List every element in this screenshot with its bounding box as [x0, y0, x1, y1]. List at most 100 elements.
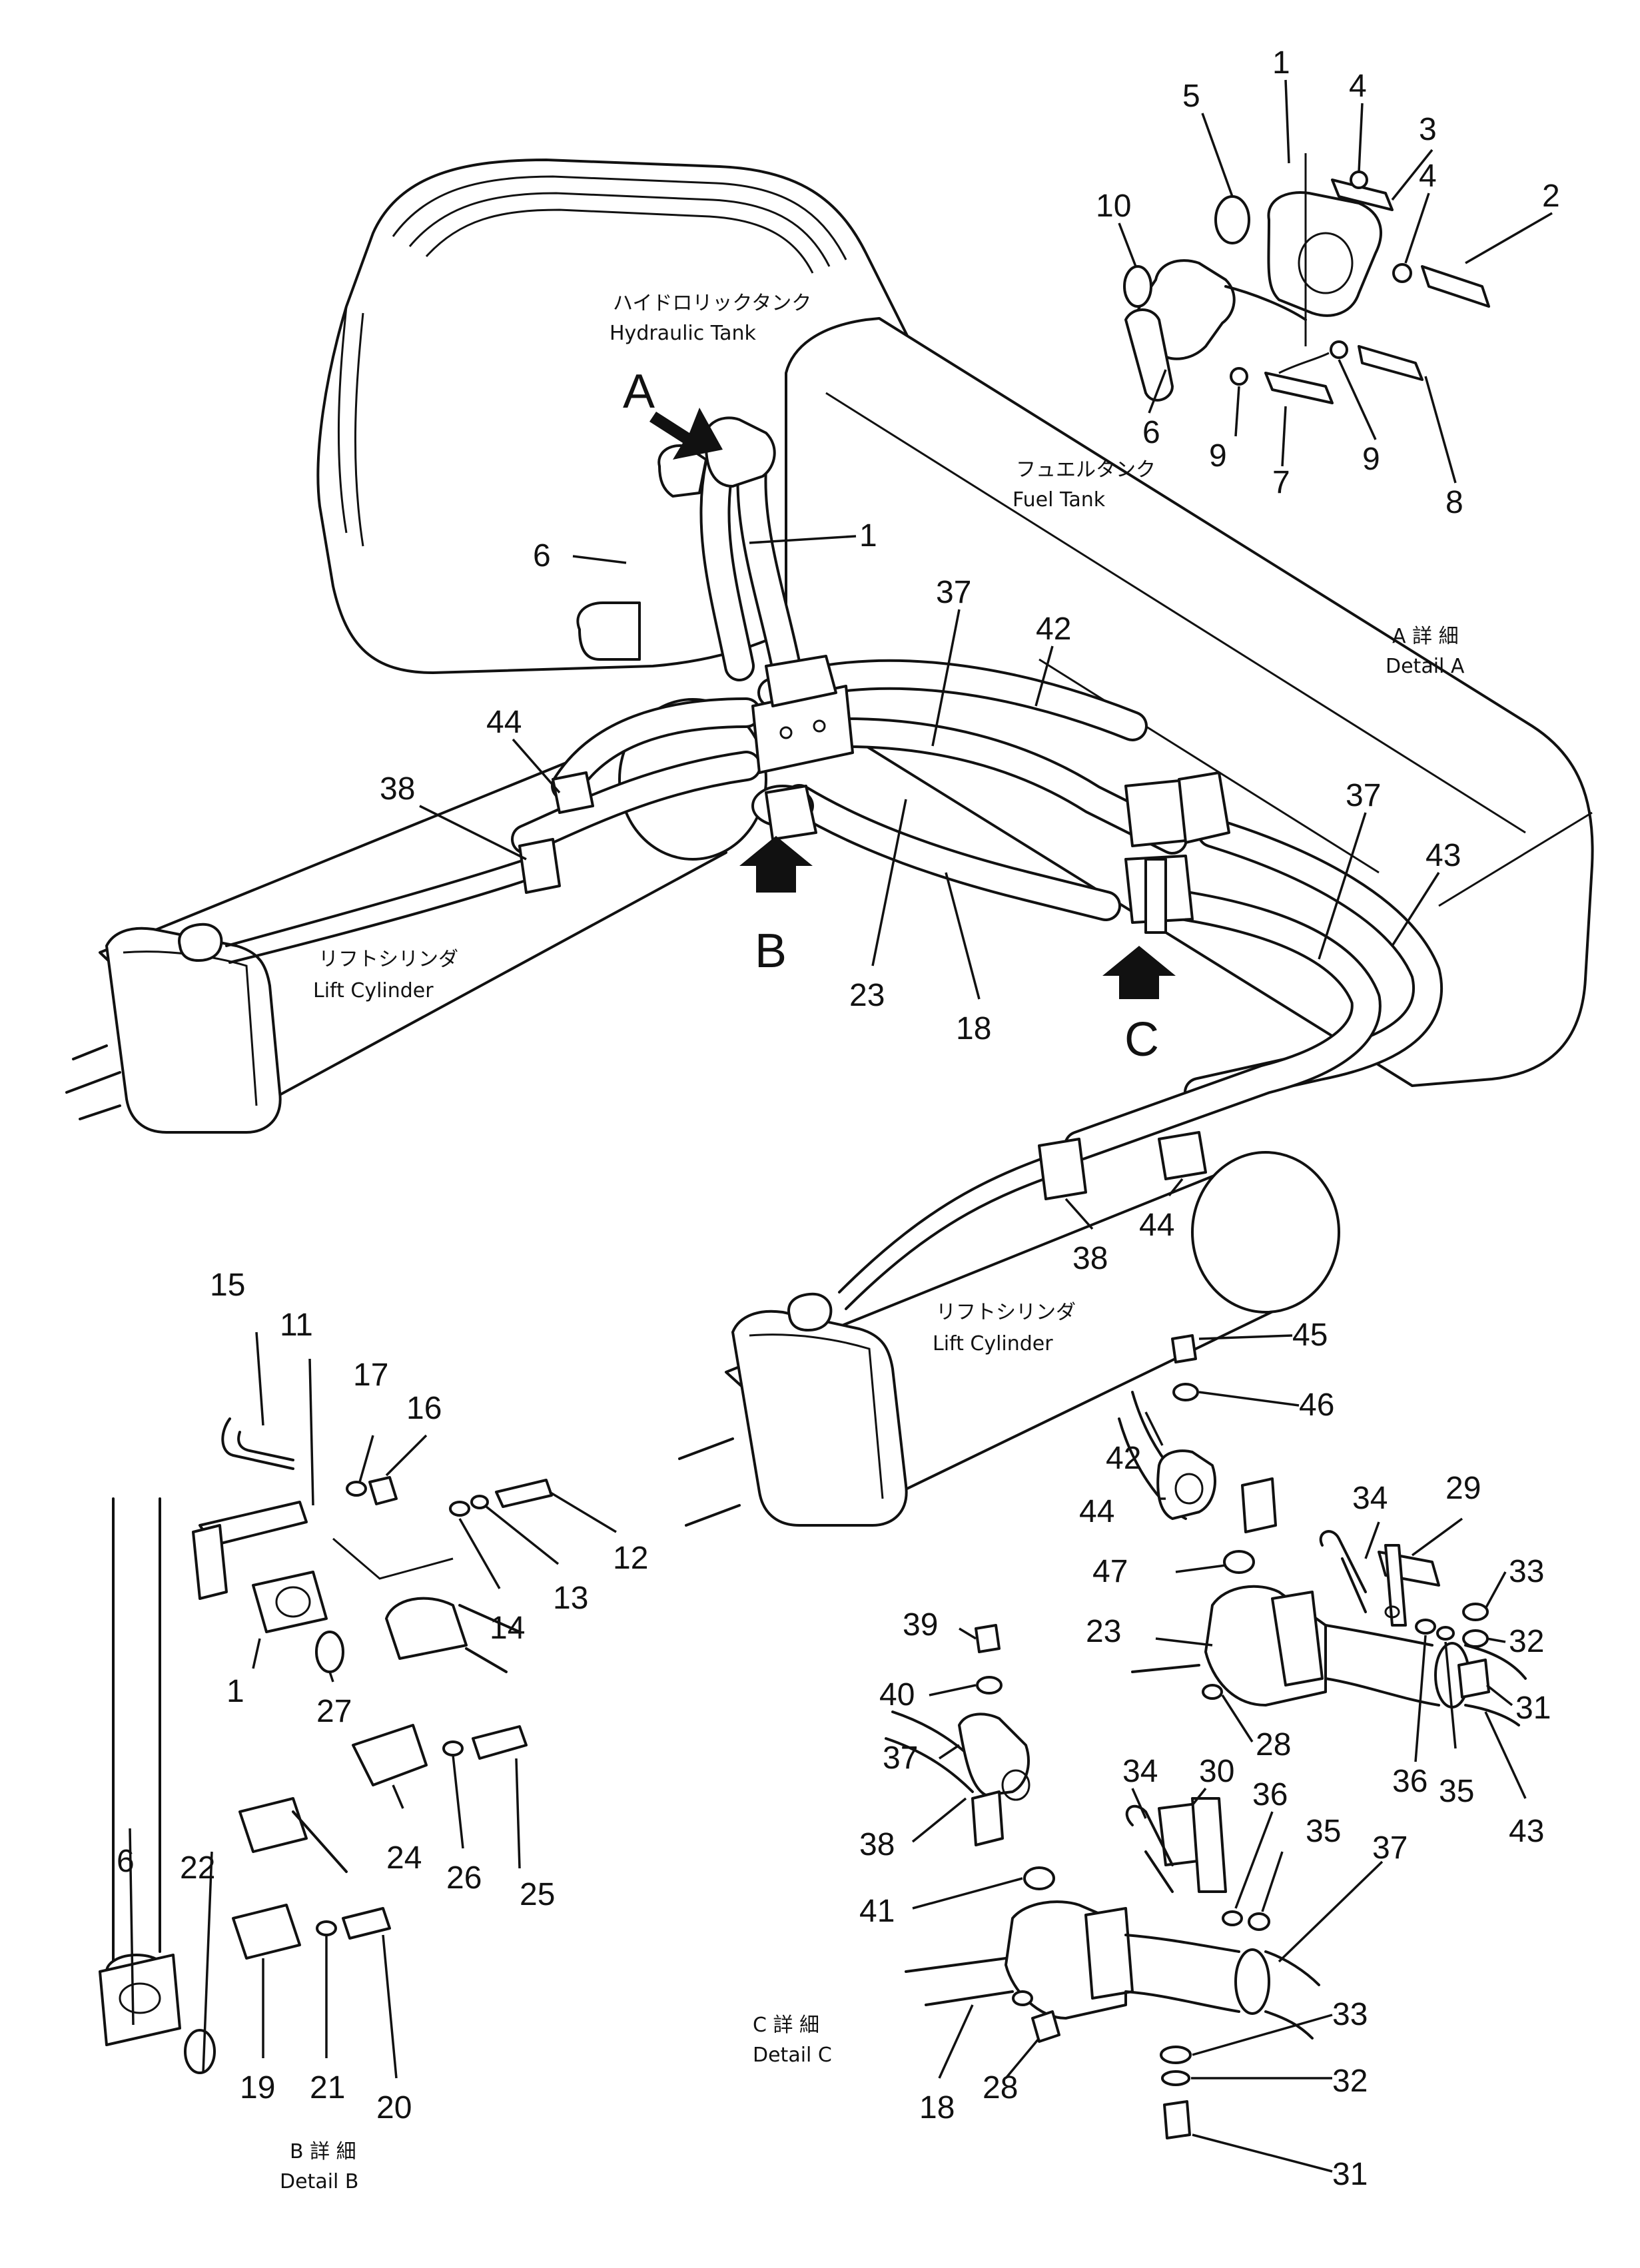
callout-30: 30 [1199, 1754, 1234, 1789]
callout-22: 22 [180, 1850, 215, 1886]
callout-4-upper: 4 [1349, 69, 1367, 104]
callout-28-lower: 28 [983, 2070, 1018, 2105]
flange-a [657, 416, 776, 498]
hose-network [225, 444, 1443, 1310]
callout-37-detail-lower: 37 [883, 1740, 918, 1776]
lift-cylinder-left [65, 698, 767, 1134]
lift-cylinder-left-label-jp: リフトシリンダ [318, 948, 458, 971]
callout-38-detail: 38 [859, 1827, 895, 1862]
callout-1-detail-a: 1 [1272, 45, 1290, 81]
callout-1-main: 1 [859, 518, 877, 554]
callout-34-upper: 34 [1352, 1481, 1388, 1516]
callout-18-detail: 18 [919, 2090, 955, 2125]
callout-46: 46 [1299, 1387, 1334, 1423]
callout-7: 7 [1272, 465, 1290, 500]
detail-c-upper [1118, 1334, 1527, 1726]
callout-2: 2 [1542, 179, 1560, 214]
hydraulic-tank-label-jp: ハイドロリックタンク [613, 292, 811, 315]
callout-9-left: 9 [1209, 438, 1227, 474]
view-letter-b: B [755, 925, 787, 978]
callout-38-main-right: 38 [1072, 1241, 1108, 1276]
callout-31-lower: 31 [1332, 2157, 1368, 2192]
detail-c-caption-en: Detail C [753, 2044, 832, 2067]
callout-11: 11 [280, 1308, 313, 1343]
callout-36-upper: 36 [1392, 1764, 1428, 1799]
lift-cylinder-right-label-jp: リフトシリンダ [936, 1301, 1076, 1324]
callout-14: 14 [490, 1611, 525, 1646]
callout-4-lower: 4 [1419, 159, 1437, 194]
callout-27: 27 [316, 1694, 352, 1729]
callout-40: 40 [879, 1677, 915, 1712]
callout-23-detail: 23 [1086, 1614, 1121, 1649]
clamp-44-left [552, 771, 594, 814]
fuel-tank-label-en: Fuel Tank [1013, 488, 1106, 512]
callout-1-detail-b: 1 [226, 1674, 244, 1709]
callout-17: 17 [353, 1357, 388, 1393]
callout-numbers: 1 2 3 4 4 5 6 7 8 9 9 10 6 1 37 42 44 38… [117, 45, 1560, 2192]
callout-33-upper: 33 [1509, 1554, 1544, 1589]
callout-6-detail-b: 6 [117, 1844, 135, 1879]
callout-33-lower: 33 [1332, 1997, 1368, 2032]
detail-b-caption-en: Detail B [280, 2170, 359, 2193]
hydraulic-tank-label-en: Hydraulic Tank [610, 322, 757, 345]
detail-a-caption-en: Detail A [1386, 655, 1465, 678]
callout-37-main-right: 37 [1346, 778, 1381, 813]
callout-23-main: 23 [849, 978, 885, 1013]
junction-block-c [1124, 771, 1230, 934]
clamp-44-right [1158, 1131, 1207, 1180]
callout-24: 24 [386, 1840, 422, 1876]
callout-45: 45 [1292, 1318, 1328, 1353]
view-arrow-a [649, 408, 723, 460]
callout-31-upper: 31 [1515, 1691, 1551, 1726]
callout-8: 8 [1445, 485, 1463, 520]
callout-18-main: 18 [956, 1011, 991, 1046]
callout-16: 16 [406, 1391, 442, 1426]
callout-3: 3 [1419, 112, 1437, 147]
fuel-tank-label-jp: フュエルタンク [1016, 458, 1156, 482]
callout-43-detail: 43 [1509, 1814, 1544, 1849]
callout-28-upper: 28 [1256, 1727, 1291, 1762]
callout-34-lower: 34 [1122, 1754, 1158, 1789]
callout-29: 29 [1445, 1471, 1481, 1506]
callout-12: 12 [613, 1541, 648, 1576]
callout-41: 41 [859, 1894, 895, 1929]
callout-20: 20 [376, 2090, 412, 2125]
callout-37-main-upper: 37 [936, 575, 971, 610]
callout-47: 47 [1092, 1554, 1128, 1589]
callout-44-main-left: 44 [486, 705, 522, 740]
detail-b-caption-jp: B 詳 細 [290, 2140, 356, 2163]
callout-42-detail: 42 [1106, 1441, 1141, 1476]
fuel-tank [785, 317, 1594, 1087]
view-letter-a: A [623, 365, 655, 418]
callout-39: 39 [903, 1607, 938, 1643]
callout-38-main-left: 38 [380, 771, 415, 807]
callout-6-main: 6 [533, 538, 551, 573]
callout-42-main: 42 [1036, 611, 1071, 647]
callout-36-lower: 36 [1252, 1777, 1288, 1812]
callout-leaders [129, 79, 1553, 2173]
callout-35-upper: 35 [1439, 1774, 1474, 1809]
callout-32-upper: 32 [1509, 1624, 1544, 1659]
callout-43-main: 43 [1426, 838, 1461, 873]
callout-15: 15 [210, 1268, 245, 1303]
callout-19: 19 [240, 2070, 275, 2105]
callout-44-main-right: 44 [1139, 1208, 1174, 1243]
view-arrow-c [1102, 946, 1176, 999]
callout-44-detail: 44 [1079, 1494, 1114, 1529]
callout-5: 5 [1182, 79, 1200, 114]
lift-cylinder-left-label-en: Lift Cylinder [313, 979, 434, 1002]
lift-cylinder-right [678, 1151, 1340, 1527]
detail-c-lower: C 詳 細 Detail C [753, 1624, 1320, 2139]
clamp-38-left [518, 838, 561, 894]
callout-21: 21 [310, 2070, 345, 2105]
detail-a-caption-jp: A 詳 細 [1392, 625, 1459, 648]
callout-32-lower: 32 [1332, 2064, 1368, 2099]
clamp-38-right [1038, 1138, 1087, 1200]
callout-37-detail-right: 37 [1372, 1830, 1408, 1866]
callout-26: 26 [446, 1860, 482, 1896]
callout-10: 10 [1096, 189, 1131, 224]
junction-block-b [751, 655, 854, 841]
callout-13: 13 [553, 1581, 588, 1616]
detail-a: A 詳 細 Detail A [1123, 153, 1490, 678]
